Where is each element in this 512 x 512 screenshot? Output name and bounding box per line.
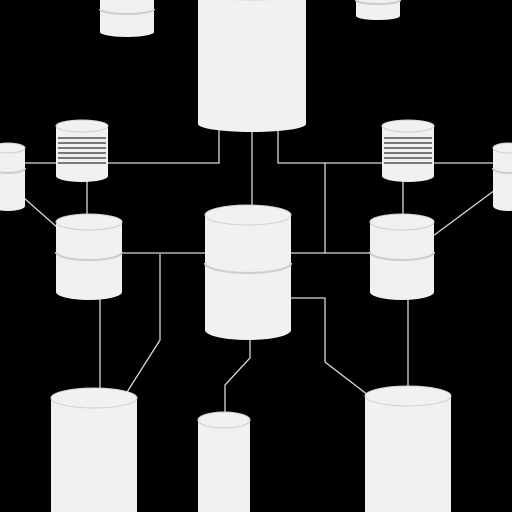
connector-top-to-right [277, 118, 383, 164]
cylinder-top-cap [50, 387, 138, 409]
db-bottom-right [364, 385, 452, 512]
cylinder-top-cap [204, 204, 292, 226]
db-bottom-left [50, 387, 138, 512]
cylinder-top-cap [0, 142, 26, 154]
db-edge-right [491, 142, 512, 211]
cylinder-top-cap [369, 213, 435, 231]
db-top-right-small [354, 0, 402, 20]
db-upper-right-striped [381, 119, 435, 182]
connector-edge-left-diag [23, 197, 59, 229]
cylinder-body [493, 148, 512, 211]
connector-edge-right-diag [432, 189, 496, 237]
cylinder-body [382, 126, 434, 182]
cylinder-top-cap [492, 142, 512, 154]
cylinder-body [198, 0, 306, 132]
db-center-hub [203, 204, 293, 340]
cylinder-top-cap [55, 213, 123, 231]
db-top-center-large [198, 0, 306, 132]
cylinder-body [0, 148, 25, 211]
cylinder-band [354, 0, 402, 6]
cylinder-band [203, 262, 293, 275]
db-edge-left [0, 142, 27, 211]
cylinder-body [100, 0, 154, 37]
cylinder-band [0, 167, 27, 175]
db-bottom-center-small [197, 411, 251, 512]
cylinder-band [54, 251, 124, 262]
cylinder-body [198, 420, 250, 512]
cylinder-body [365, 396, 451, 512]
db-middle-right [368, 213, 436, 300]
cylinder-body [205, 215, 291, 340]
db-middle-left [54, 213, 124, 300]
cylinder-top-cap [381, 119, 435, 133]
connector-hub-to-bottom-right [290, 297, 369, 396]
connectors [23, 118, 496, 418]
connector-hub-to-bottom-center [224, 330, 251, 418]
db-top-left-small [98, 0, 156, 37]
cylinder-top-cap [197, 411, 251, 429]
cylinder-body [51, 398, 137, 512]
connector-top-to-left [108, 118, 220, 164]
cylinder-top-cap [364, 385, 452, 407]
cylinder-band [98, 8, 156, 16]
cylinder-band [491, 167, 512, 175]
connector-hub-to-bottom-left [121, 254, 161, 401]
db-upper-left-striped [55, 119, 109, 182]
cylinder-body [356, 0, 400, 20]
cylinder-band [368, 251, 436, 262]
cylinder-top-cap [55, 119, 109, 133]
cylinder-body [56, 126, 108, 182]
